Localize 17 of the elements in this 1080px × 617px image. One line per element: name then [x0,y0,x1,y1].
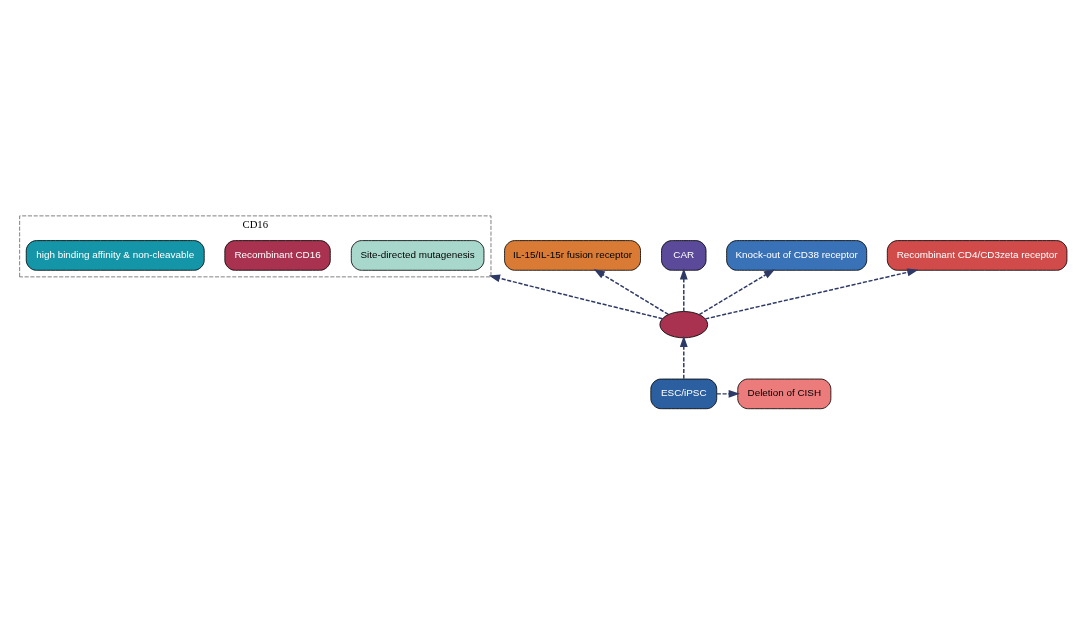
node-box: Deletion of CISH [737,378,832,409]
node-cloud [659,310,709,338]
node-box: Recombinant CD4/CD3zeta receptor [886,239,1068,271]
arrow [698,268,776,315]
node-box: Knock-out of CD38 receptor [726,239,868,271]
node-box: Recombinant CD16 [224,239,331,271]
arrow [716,389,740,398]
node-box: CAR [661,239,707,271]
node-box: IL-15/IL-15r fusion receptor [504,239,641,271]
arrow [679,267,688,312]
node-box: high binding affinity & non-cleavable [25,239,205,271]
node-box: ESC/iPSC [650,378,718,409]
arrow [488,273,664,319]
arrow [679,335,688,379]
arrow [704,267,919,320]
arrow [593,268,670,315]
node-box: Site-directed mutagenesis [350,239,485,271]
